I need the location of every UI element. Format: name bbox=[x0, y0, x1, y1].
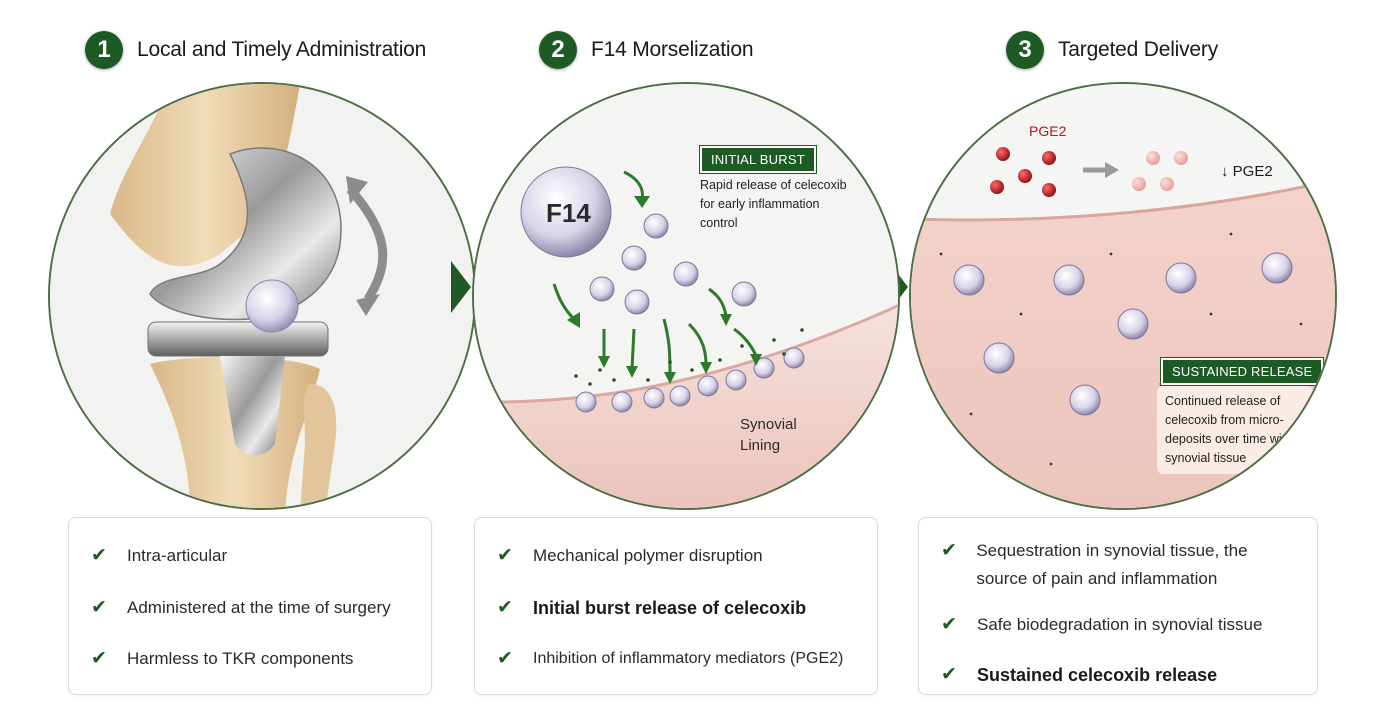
step-3-number: 3 bbox=[1006, 31, 1044, 69]
pge2-down-label: ↓ PGE2 bbox=[1221, 163, 1273, 180]
step-1-number: 1 bbox=[85, 31, 123, 69]
check-icon: ✔ bbox=[91, 597, 107, 618]
rotation-arrow-icon bbox=[346, 186, 388, 302]
list-item: ✔ Sequestration in synovial tissue, the … bbox=[941, 540, 1248, 588]
step-2-title: F14 Morselization bbox=[591, 38, 754, 61]
list-item: ✔ Administered at the time of surgery bbox=[91, 597, 391, 618]
synovial-lining-label-1: Synovial bbox=[740, 416, 797, 433]
next-step-arrow-icon bbox=[451, 261, 471, 313]
step-2-card: ✔ Mechanical polymer disruption ✔ Initia… bbox=[474, 517, 878, 695]
step-3-header: 3 Targeted Delivery bbox=[1006, 28, 1218, 72]
step-1-card: ✔ Intra-articular ✔ Administered at the … bbox=[68, 517, 432, 695]
check-icon: ✔ bbox=[941, 614, 957, 635]
list-item: ✔ Mechanical polymer disruption bbox=[497, 545, 763, 566]
check-icon: ✔ bbox=[91, 545, 107, 566]
step-3-card: ✔ Sequestration in synovial tissue, the … bbox=[918, 517, 1318, 695]
step-2-header: 2 F14 Morselization bbox=[539, 28, 754, 72]
check-icon: ✔ bbox=[497, 648, 513, 669]
step-2-number: 2 bbox=[539, 31, 577, 69]
check-icon: ✔ bbox=[497, 597, 513, 618]
targeted-delivery-illustration: PGE2 ↓ PGE2 SUSTAINED RELEASE Continued … bbox=[909, 82, 1337, 510]
initial-burst-note: Rapid release of celecoxib for early inf… bbox=[700, 178, 847, 230]
knee-implant-illustration bbox=[48, 82, 476, 510]
list-item: ✔ Initial burst release of celecoxib bbox=[497, 597, 807, 618]
list-item: ✔ Intra-articular bbox=[91, 545, 228, 566]
step-3-title: Targeted Delivery bbox=[1058, 38, 1219, 61]
sustained-release-note: Continued release of celecoxib from micr… bbox=[1157, 386, 1313, 474]
list-item: ✔ Safe biodegradation in synovial tissue bbox=[941, 614, 1263, 635]
initial-burst-tag: INITIAL BURST bbox=[699, 145, 817, 174]
f14-particle bbox=[520, 166, 612, 258]
list-item: ✔ Sustained celecoxib release bbox=[941, 664, 1218, 685]
morselization-illustration: F14 bbox=[472, 82, 900, 510]
check-icon: ✔ bbox=[941, 664, 957, 685]
sustained-release-tag: SUSTAINED RELEASE bbox=[1159, 357, 1325, 386]
synovial-lining-label-2: Lining bbox=[740, 437, 780, 454]
step-1-header: 1 Local and Timely Administration bbox=[85, 28, 426, 72]
list-item: ✔ Harmless to TKR components bbox=[91, 648, 354, 669]
check-icon: ✔ bbox=[91, 648, 107, 669]
f14-label: F14 bbox=[546, 198, 591, 228]
list-item: ✔ Inhibition of inflammatory mediators (… bbox=[497, 648, 844, 669]
pge2-label: PGE2 bbox=[1029, 123, 1067, 139]
step-1-title: Local and Timely Administration bbox=[137, 38, 427, 61]
check-icon: ✔ bbox=[941, 540, 957, 561]
check-icon: ✔ bbox=[497, 545, 513, 566]
